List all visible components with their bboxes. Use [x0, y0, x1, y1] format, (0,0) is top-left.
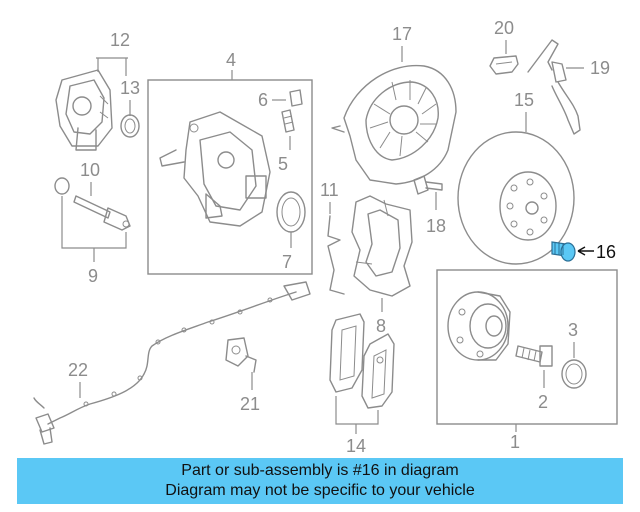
part-10-guide-pin[interactable]: [54, 177, 131, 231]
callout-2: 2: [538, 392, 548, 412]
callout-11: 11: [320, 180, 339, 200]
callout-10: 10: [80, 160, 100, 180]
part-21-sensor-bracket[interactable]: [225, 337, 257, 373]
part-17-dust-shield[interactable]: [331, 64, 457, 185]
callout-9: 9: [88, 266, 98, 286]
part-19-brake-hose[interactable]: [527, 39, 581, 135]
part-13-seal-ring[interactable]: [120, 114, 140, 138]
callout-3: 3: [568, 320, 578, 340]
callout-15: 15: [514, 90, 534, 110]
leader-12: [96, 57, 128, 76]
callout-1: 1: [510, 432, 520, 452]
part-18-bolt[interactable]: [413, 175, 443, 195]
part-11-pad-spring[interactable]: [327, 215, 345, 295]
part-14-brake-pad-inner[interactable]: [329, 313, 365, 393]
callout-16: 16: [596, 242, 616, 262]
group-box-1: [436, 269, 618, 425]
callout-12: 12: [110, 30, 130, 50]
callout-18: 18: [426, 216, 446, 236]
callout-17: 17: [392, 24, 412, 44]
callout-22: 22: [68, 360, 88, 380]
callout-4: 4: [226, 50, 236, 70]
part-4-caliper[interactable]: [159, 111, 271, 227]
leader-9: [61, 196, 127, 262]
arrow-16: [577, 246, 594, 256]
part-5-bleeder-screw[interactable]: [281, 109, 295, 133]
callout-19: 19: [590, 58, 610, 78]
leader-14: [335, 396, 379, 434]
callout-21: 21: [240, 394, 260, 414]
callout-7: 7: [282, 252, 292, 272]
part-7-piston-seal[interactable]: [276, 191, 306, 233]
callout-14: 14: [346, 436, 366, 455]
part-2-hub-bolt[interactable]: [515, 345, 553, 367]
brake-parts-diagram: 12 13 10 9 4 6 5 7: [33, 18, 618, 455]
callout-13: 13: [120, 78, 140, 98]
banner-line-2: Diagram may not be specific to your vehi…: [165, 482, 475, 499]
banner-line-1: Part or sub-assembly is #16 in diagram: [181, 462, 459, 479]
part-6-bleeder-cap[interactable]: [289, 89, 303, 107]
callout-5: 5: [278, 154, 288, 174]
part-22-abs-sensor-wire[interactable]: [33, 281, 311, 445]
part-8-caliper-bracket[interactable]: [351, 195, 413, 297]
part-15-brake-rotor[interactable]: [457, 131, 575, 265]
part-20-clip[interactable]: [489, 55, 519, 75]
part-16-rotor-screw[interactable]: [551, 241, 576, 262]
callout-8: 8: [376, 316, 386, 336]
part-1-wheel-hub[interactable]: [447, 291, 511, 361]
callout-6: 6: [258, 90, 268, 110]
info-banner: Part or sub-assembly is #16 in diagram D…: [17, 458, 623, 504]
group-box-4: [147, 79, 313, 275]
part-12-caliper-motor[interactable]: [55, 69, 113, 151]
part-14-brake-pad-outer[interactable]: [361, 333, 395, 409]
part-3-dust-cap[interactable]: [561, 359, 587, 389]
callout-20: 20: [494, 18, 514, 38]
